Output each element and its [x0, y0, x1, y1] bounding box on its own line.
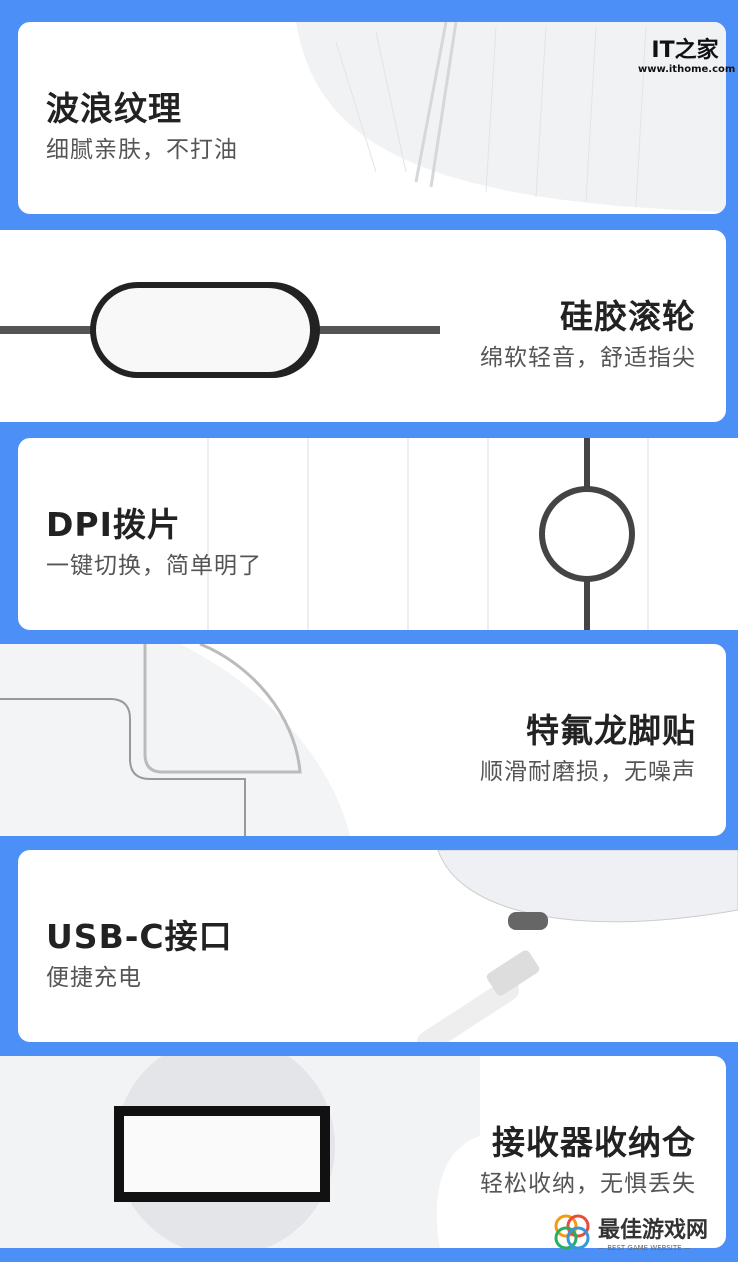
feature-title: DPI拨片	[46, 505, 181, 544]
logo-brand: IT之家	[651, 38, 719, 63]
feature-card-scroll-wheel: 硅胶滚轮 绵软轻音，舒适指尖	[0, 230, 726, 422]
mouse-feet-image	[0, 644, 350, 836]
feature-subtitle: 细腻亲肤，不打油	[46, 137, 238, 163]
feature-title: 接收器收纳仓	[492, 1123, 696, 1162]
dpi-switch-image	[207, 438, 649, 630]
mouse-shell-image	[296, 22, 726, 212]
feature-card-receiver-storage: 接收器收纳仓 轻松收纳，无惧丢失	[0, 1056, 726, 1248]
feature-card-ptfe-feet: 特氟龙脚贴 顺滑耐磨损，无噪声	[0, 644, 726, 836]
feature-card-dpi-switch: DPI拨片 一键切换，简单明了	[18, 438, 738, 630]
watermark-name: 最佳游戏网	[598, 1218, 709, 1243]
feature-subtitle: 绵软轻音，舒适指尖	[480, 345, 696, 371]
feature-subtitle: 一键切换，简单明了	[46, 553, 262, 579]
usb-c-cable-image	[417, 850, 738, 1042]
scroll-wheel-image	[0, 282, 440, 378]
feature-title: 特氟龙脚贴	[526, 711, 696, 750]
receiver-slot-image	[0, 1056, 480, 1248]
feature-subtitle: 轻松收纳，无惧丢失	[480, 1171, 696, 1197]
feature-title: 波浪纹理	[46, 89, 182, 128]
feature-card-wave-texture: 波浪纹理 细腻亲肤，不打油	[18, 22, 726, 214]
feature-title: 硅胶滚轮	[560, 297, 696, 336]
logo-url: www.ithome.com	[638, 64, 736, 75]
ithome-logo: IT之家 www.ithome.com	[638, 32, 736, 75]
feature-subtitle: 便捷充电	[46, 965, 142, 991]
watermark-tagline: — BEST GAME WEBSITE —	[598, 1244, 691, 1252]
feature-subtitle: 顺滑耐磨损，无噪声	[480, 759, 696, 785]
watermark: 最佳游戏网 — BEST GAME WEBSITE —	[552, 1212, 708, 1252]
feature-title: USB-C接口	[46, 917, 233, 956]
feature-card-usb-c: USB-C接口 便捷充电	[18, 850, 738, 1042]
watermark-logo-icon	[554, 1214, 590, 1250]
